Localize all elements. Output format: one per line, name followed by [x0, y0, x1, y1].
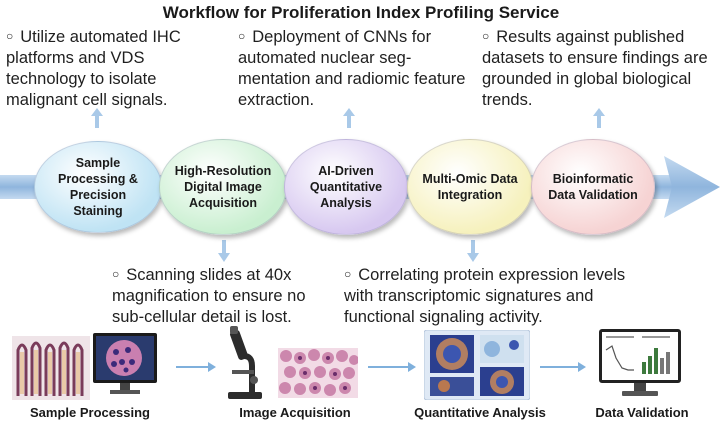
down-arrow-icon [467, 240, 479, 262]
cell-micrograph-image [278, 348, 358, 398]
dashboard-monitor-image [598, 328, 682, 398]
note-validation: ○Results against published datasets to e… [482, 26, 714, 111]
note-text: Correlating protein expression levels wi… [344, 266, 625, 326]
bullet-icon: ○ [6, 29, 13, 43]
caption-data-validation: Data Validation [574, 405, 710, 420]
step-label: Bioinformatic Data Validation [542, 171, 644, 203]
flow-arrowhead-icon [664, 156, 720, 218]
bullet-icon: ○ [344, 267, 351, 281]
monitor-image [92, 332, 158, 396]
note-ai-analysis: ○Deployment of CNNs for automated nuclea… [238, 26, 468, 111]
step-label: Multi-Omic Data Integration [418, 171, 522, 203]
note-text: Scanning slides at 40x magnification to … [112, 266, 306, 326]
up-arrow-icon [593, 108, 605, 128]
step-oval-ai-analysis: AI-Driven Quantitative Analysis [284, 139, 408, 235]
diagram-title: Workflow for Proliferation Index Profili… [0, 3, 722, 23]
note-image-acquisition: ○Scanning slides at 40x magnification to… [112, 264, 342, 328]
tissue-slide-image [12, 336, 90, 400]
down-arrow-icon [218, 240, 230, 262]
bullet-icon: ○ [482, 29, 489, 43]
step-label: High-Resolution Digital Image Acquisitio… [170, 163, 276, 211]
bullet-icon: ○ [112, 267, 119, 281]
right-arrow-icon [368, 362, 416, 372]
right-arrow-icon [540, 362, 586, 372]
caption-quantitative-analysis: Quantitative Analysis [400, 405, 560, 420]
step-oval-data-integration: Multi-Omic Data Integration [407, 139, 533, 235]
caption-sample-processing: Sample Processing [10, 405, 170, 420]
step-oval-image-acquisition: High-Resolution Digital Image Acquisitio… [159, 139, 287, 235]
up-arrow-icon [91, 108, 103, 128]
step-label: AI-Driven Quantitative Analysis [295, 163, 397, 211]
caption-image-acquisition: Image Acquisition [220, 405, 370, 420]
note-data-integration: ○Correlating protein expression levels w… [344, 264, 644, 328]
note-text: Results against published datasets to en… [482, 28, 708, 109]
step-oval-sample-processing: Sample Processing & Precision Staining [34, 141, 162, 233]
note-text: Deployment of CNNs for automated nuclear… [238, 28, 465, 109]
note-sample-processing: ○Utilize automated IHC platforms and VDS… [6, 26, 216, 111]
analysis-panel-image [424, 330, 530, 400]
bullet-icon: ○ [238, 29, 245, 43]
microscope-icon [222, 326, 268, 400]
up-arrow-icon [343, 108, 355, 128]
step-label: Sample Processing & Precision Staining [45, 155, 151, 219]
note-text: Utilize automated IHC platforms and VDS … [6, 28, 181, 109]
right-arrow-icon [176, 362, 216, 372]
step-oval-data-validation: Bioinformatic Data Validation [531, 139, 655, 235]
